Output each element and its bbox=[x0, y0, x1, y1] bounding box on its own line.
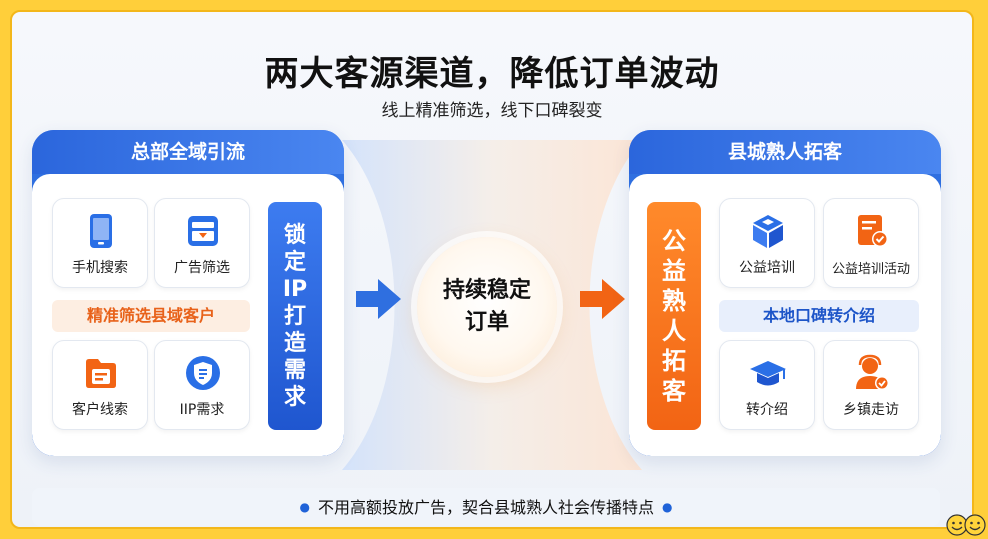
card-label: 转介绍 bbox=[746, 402, 788, 418]
smiley-icon bbox=[946, 514, 968, 536]
card-label: IIP需求 bbox=[179, 402, 225, 418]
ad-screen-icon bbox=[188, 216, 218, 246]
card-phone-search: 手机搜索 bbox=[52, 198, 148, 288]
right-band: 本地口碑转介绍 bbox=[719, 300, 919, 332]
right-panel-header: 县城熟人拓客 bbox=[629, 130, 941, 174]
card-label: 手机搜索 bbox=[72, 260, 128, 276]
right-panel: 县城熟人拓客 公益熟人拓客 公益培训 bbox=[629, 130, 941, 456]
center-label: 持续稳定订单 bbox=[442, 278, 531, 335]
arrow-right-orange-icon bbox=[580, 279, 625, 319]
bullet-dot-icon: ● bbox=[662, 500, 673, 514]
card-label: 公益培训 bbox=[739, 260, 795, 276]
left-panel-header: 总部全域引流 bbox=[32, 130, 344, 174]
card-label: 公益培训活动 bbox=[831, 262, 910, 277]
page-subtitle: 线上精准筛选，线下口碑裂变 bbox=[381, 101, 603, 121]
page-title: 两大客源渠道，降低订单波动 bbox=[264, 54, 720, 94]
card-customer-leads: 客户线索 bbox=[52, 340, 148, 430]
phone-icon bbox=[90, 214, 112, 248]
smiley-icon bbox=[964, 514, 986, 536]
person-check-icon bbox=[856, 354, 889, 390]
card-ad-screening: 广告筛选 bbox=[154, 198, 250, 288]
slide-frame: 两大客源渠道，降低订单波动 线上精准筛选，线下口碑裂变 总部全域引流 手机搜索 bbox=[10, 10, 974, 529]
graduation-cap-icon bbox=[750, 361, 786, 386]
card-public-training: 公益培训 bbox=[719, 198, 815, 288]
left-panel-body: 手机搜索 广告筛选 精准筛选县域客户 客户线索 bbox=[32, 174, 344, 456]
bullet-dot-icon: ● bbox=[299, 500, 310, 514]
card-township-visit: 乡镇走访 bbox=[823, 340, 919, 430]
footer-note: ●不用高额投放广告，契合县城熟人社会传播特点● bbox=[32, 488, 940, 526]
left-vertical-label: 锁定IP打造需求 bbox=[268, 202, 322, 430]
right-panel-body: 公益熟人拓客 公益培训 bbox=[629, 174, 941, 456]
card-public-training-activity: 公益培训活动 bbox=[823, 198, 919, 288]
cube-icon bbox=[753, 215, 783, 248]
center-circle: 持续稳定订单 bbox=[417, 237, 557, 377]
arrow-right-blue-icon bbox=[356, 279, 401, 319]
left-band: 精准筛选县域客户 bbox=[52, 300, 250, 332]
lead-doc-icon bbox=[86, 359, 116, 388]
card-referral: 转介绍 bbox=[719, 340, 815, 430]
card-label: 客户线索 bbox=[72, 402, 128, 418]
card-label: 广告筛选 bbox=[174, 260, 230, 276]
shield-doc-icon bbox=[186, 356, 220, 390]
right-vertical-label: 公益熟人拓客 bbox=[647, 202, 701, 430]
badge-doc-icon bbox=[858, 215, 888, 247]
left-panel: 总部全域引流 手机搜索 广告筛选 精准筛选县域客户 bbox=[32, 130, 344, 456]
card-iip-demand: IIP需求 bbox=[154, 340, 250, 430]
card-label: 乡镇走访 bbox=[843, 402, 899, 418]
